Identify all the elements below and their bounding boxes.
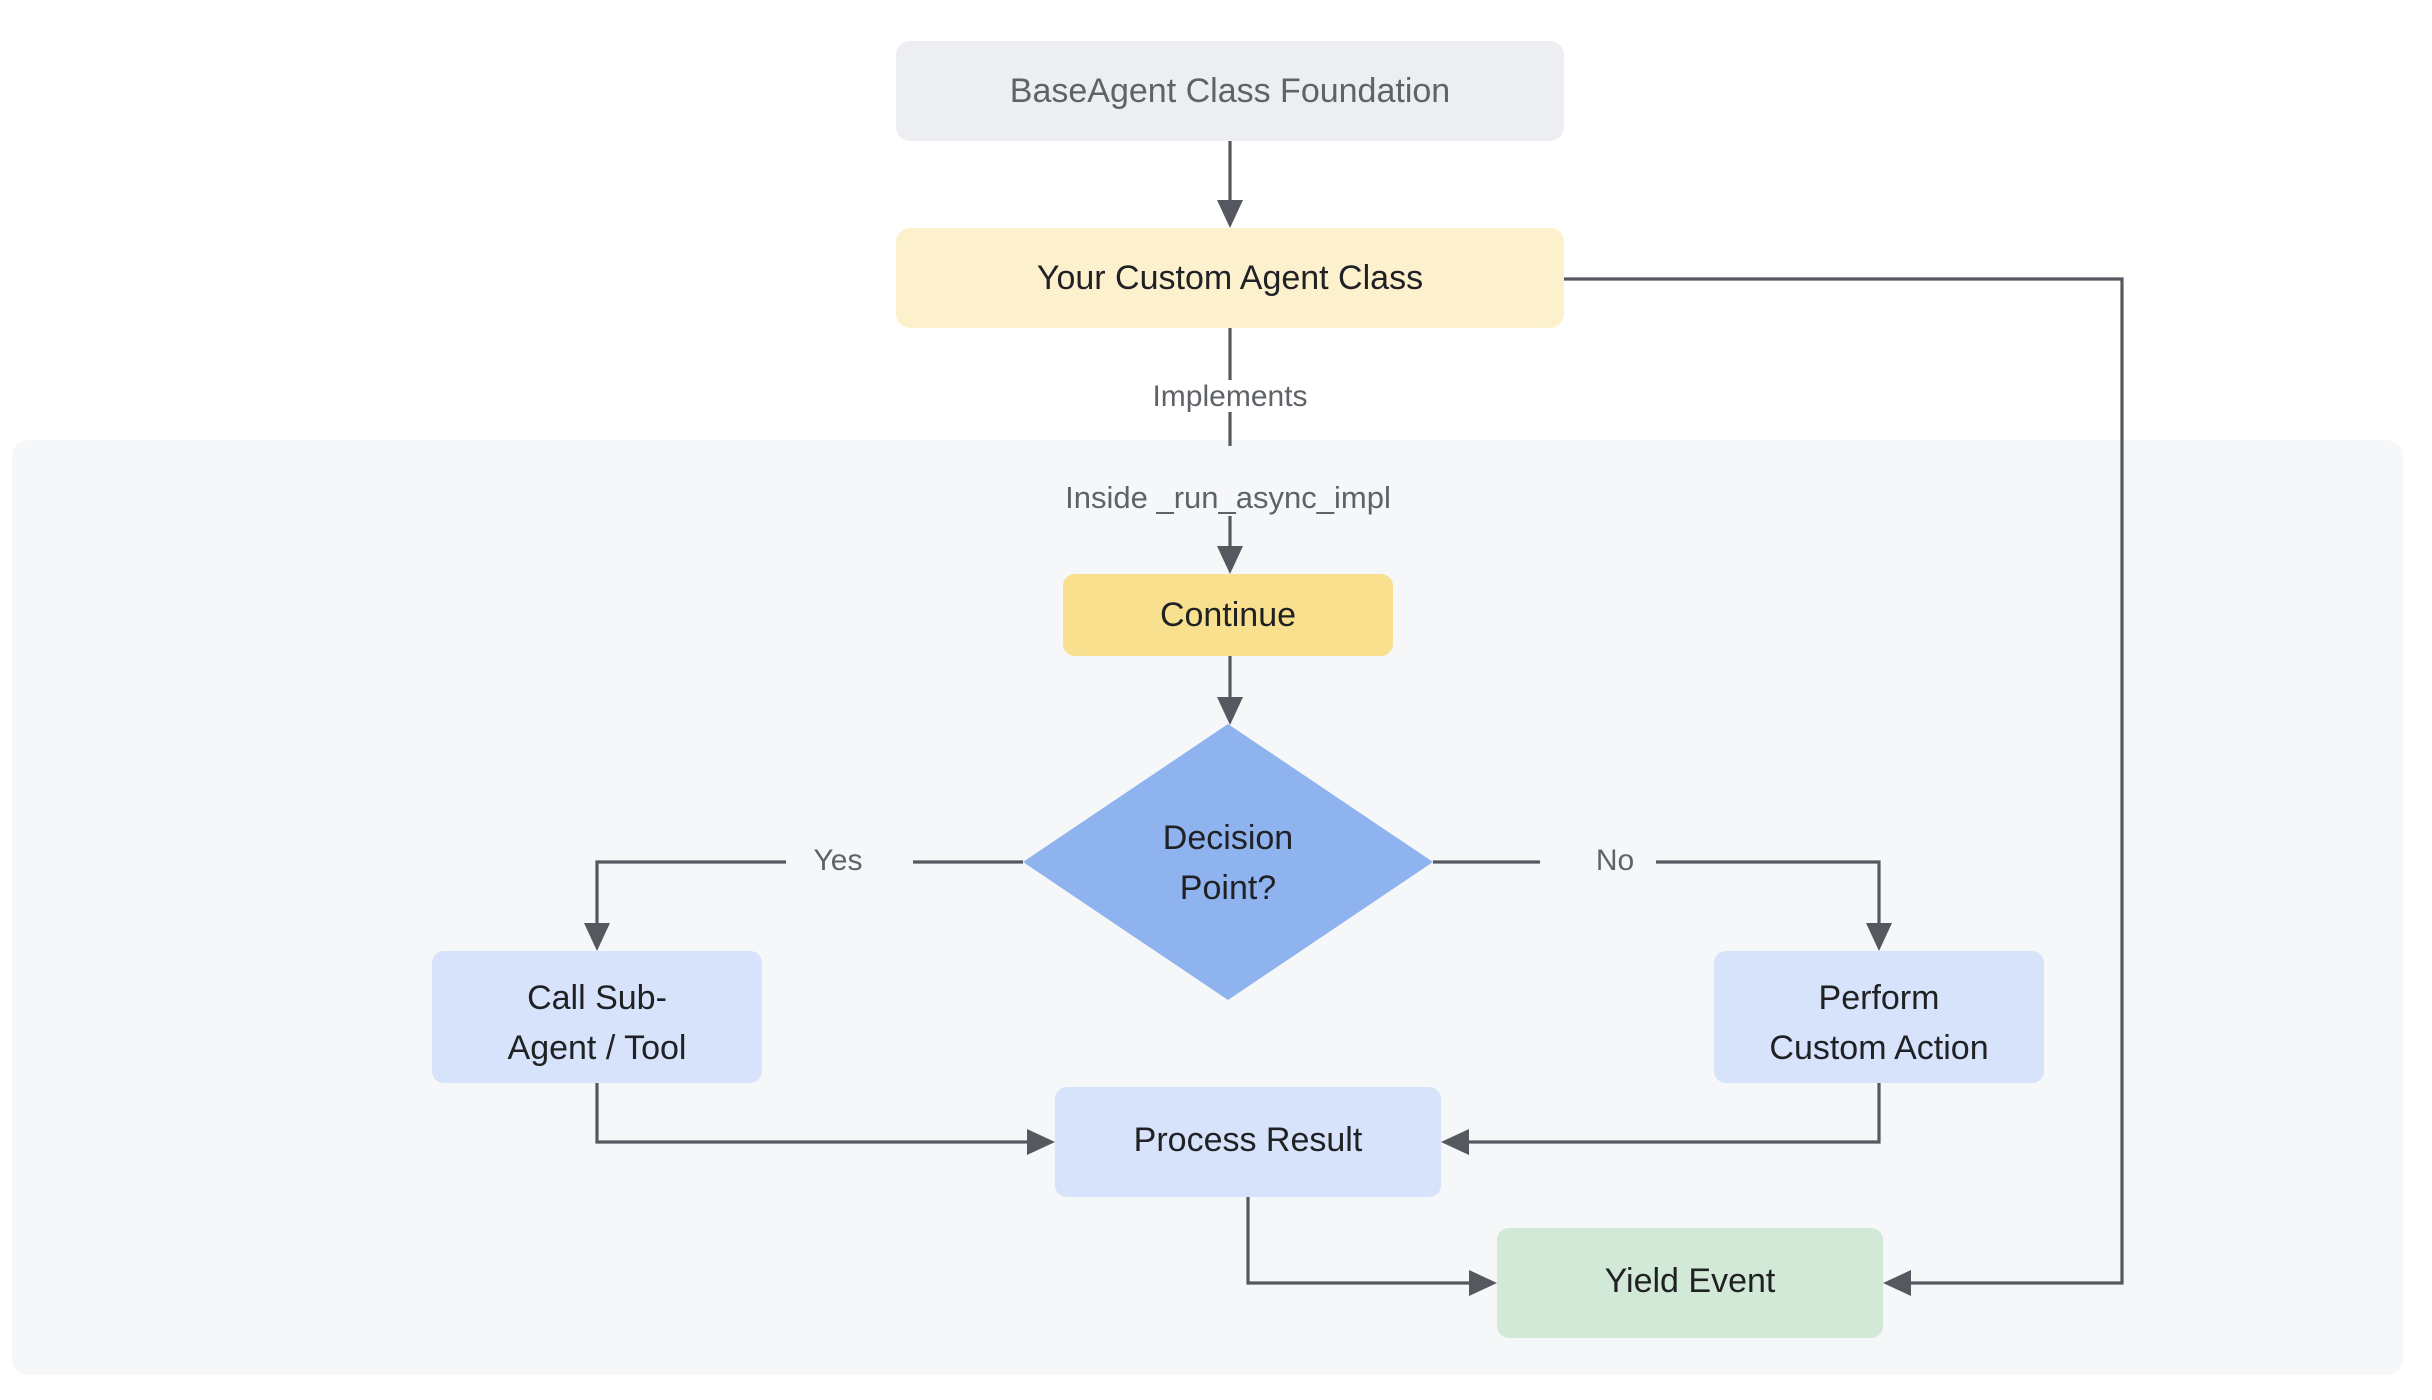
node-base-agent-label: BaseAgent Class Foundation: [1010, 72, 1450, 110]
node-process-result[interactable]: Process Result: [1055, 1087, 1441, 1197]
node-process-result-label: Process Result: [1134, 1121, 1363, 1159]
edge-decision-no-right: [1656, 860, 1881, 931]
node-perform-custom-action[interactable]: Perform Custom Action: [1714, 951, 2044, 1083]
node-decision-point-label-line2: Point?: [1180, 869, 1276, 907]
edge-label-yes: Yes: [814, 844, 863, 877]
arrowhead-continue-to-decision: [1217, 697, 1243, 725]
edge-label-implements: Implements: [1152, 380, 1307, 413]
edge-call-sub-agent-to-process: [595, 1083, 1035, 1144]
node-decision-point-shape[interactable]: [1023, 724, 1433, 1000]
node-continue[interactable]: Continue: [1063, 574, 1393, 656]
edge-label-no: No: [1596, 844, 1634, 877]
edge-process-to-yield: [1246, 1197, 1477, 1285]
node-custom-agent-shape[interactable]: [896, 228, 1564, 328]
edge-custom-agent-to-yield: [1564, 277, 2124, 1285]
node-yield-event[interactable]: Yield Event: [1497, 1228, 1883, 1338]
edge-perform-action-to-process: [1461, 1083, 1881, 1144]
node-base-agent[interactable]: BaseAgent Class Foundation: [896, 41, 1564, 141]
node-continue-shape[interactable]: [1063, 574, 1393, 656]
node-base-agent-shape[interactable]: [896, 41, 1564, 141]
arrowhead-process-to-yield: [1469, 1270, 1497, 1296]
node-continue-label: Continue: [1160, 596, 1296, 634]
edge-decision-yes-left: [595, 860, 786, 931]
arrowhead-perform-action-to-process: [1441, 1129, 1469, 1155]
node-yield-event-label: Yield Event: [1605, 1262, 1776, 1300]
subgraph-title: Inside _run_async_impl: [1065, 480, 1391, 515]
arrowhead-decision-to-perform-action: [1866, 923, 1892, 951]
node-call-sub-agent-shape[interactable]: [432, 951, 762, 1083]
node-perform-custom-action-shape[interactable]: [1714, 951, 2044, 1083]
node-perform-custom-action-label-line2: Custom Action: [1769, 1029, 1988, 1067]
arrowhead-custom-to-continue: [1217, 546, 1243, 574]
arrowhead-custom-agent-to-yield: [1883, 1270, 1911, 1296]
node-process-result-shape[interactable]: [1055, 1087, 1441, 1197]
arrowhead-decision-to-call-sub-agent: [584, 923, 610, 951]
node-perform-custom-action-label-line1: Perform: [1819, 979, 1940, 1017]
edge-group: [584, 141, 2124, 1296]
arrowhead-base-to-custom: [1217, 200, 1243, 228]
arrowhead-call-sub-agent-to-process: [1027, 1129, 1055, 1155]
node-call-sub-agent-label-line2: Agent / Tool: [508, 1029, 687, 1067]
node-call-sub-agent-label-line1: Call Sub-: [527, 979, 667, 1017]
node-call-sub-agent[interactable]: Call Sub- Agent / Tool: [432, 951, 762, 1083]
node-yield-event-shape[interactable]: [1497, 1228, 1883, 1338]
node-custom-agent-label: Your Custom Agent Class: [1037, 259, 1423, 297]
node-decision-point[interactable]: Decision Point?: [1023, 724, 1433, 1000]
node-custom-agent[interactable]: Your Custom Agent Class: [896, 228, 1564, 328]
node-decision-point-label-line1: Decision: [1163, 819, 1293, 857]
